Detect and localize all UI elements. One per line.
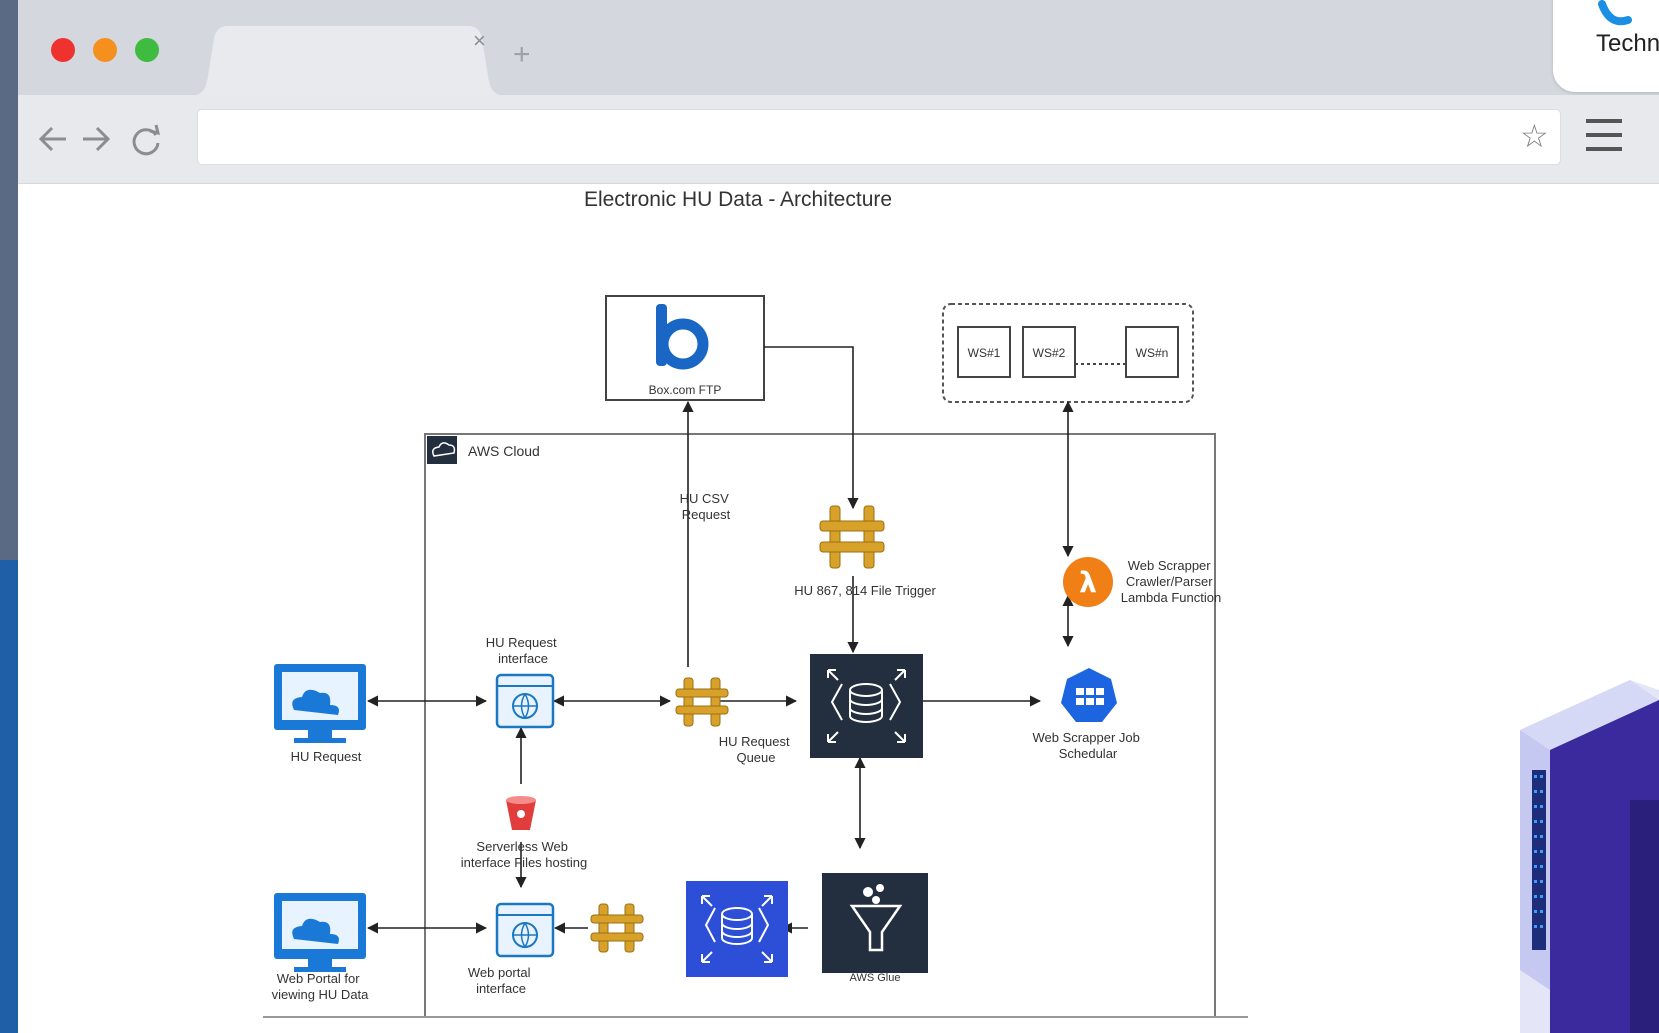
brand-logo-icon (1598, 0, 1632, 26)
new-tab-button[interactable]: + (513, 38, 531, 71)
address-bar[interactable]: ☆ (198, 110, 1560, 164)
diagram-title: Electronic HU Data - Architecture (584, 188, 892, 211)
wsn-label: WS#n (1136, 346, 1169, 360)
web-portal-label: Web Portal for viewing HU Data (272, 971, 370, 1002)
hamburger-menu-icon[interactable] (1584, 117, 1624, 153)
close-window-button[interactable] (51, 38, 75, 62)
web-portal-monitor-icon (274, 893, 366, 972)
ws1-node (957, 326, 1011, 378)
tab-close-icon[interactable]: × (473, 28, 486, 53)
serverless-hosting-label: Serverless Web interface Files hosting (461, 839, 587, 870)
hu-request-interface-label: HU Request interface (486, 635, 560, 666)
browser-tab[interactable] (188, 26, 518, 96)
back-arrow-icon[interactable] (36, 121, 72, 157)
glue-icon (822, 873, 928, 973)
database-icon (810, 654, 923, 758)
architecture-diagram: Electronic HU Data - Architecture AWS Cl… (263, 188, 1248, 1018)
tab-bar: × + Techn (18, 0, 1659, 96)
svg-text:λ: λ (1079, 566, 1097, 599)
minimize-window-button[interactable] (93, 38, 117, 62)
web-portal-interface-label: Web portal interface (468, 965, 534, 996)
aws-glue-label: AWS Glue (850, 972, 901, 984)
hu-request-queue-icon (675, 677, 729, 727)
forward-arrow-icon[interactable] (78, 121, 114, 157)
lambda-icon: λ (1063, 557, 1113, 607)
portal-queue-icon (590, 903, 644, 953)
portal-database-icon (686, 881, 788, 977)
ws1-label: WS#1 (968, 346, 1001, 360)
maximize-window-button[interactable] (135, 38, 159, 62)
navigation-bar: ☆ (18, 95, 1659, 184)
web-portal-interface-icon (495, 902, 555, 958)
web-interface-icon (495, 673, 555, 729)
monitor-icon (274, 664, 366, 743)
hu-request-label: HU Request (291, 749, 362, 764)
box-ftp-label: Box.com FTP (649, 383, 722, 397)
bookmark-star-icon[interactable]: ☆ (1520, 118, 1549, 154)
s3-bucket-icon (506, 796, 536, 830)
scheduler-icon (1061, 668, 1117, 722)
wsn-node (1125, 326, 1179, 378)
connector-box-to-trigger (764, 346, 859, 510)
lambda-label: Web Scrapper Crawler/Parser Lambda Funct… (1121, 558, 1221, 605)
sns-hub-icon (819, 505, 885, 569)
page-content: Electronic HU Data - Architecture AWS Cl… (18, 184, 1659, 1033)
aws-cloud-icon (427, 436, 457, 464)
aws-cloud-label: AWS Cloud (468, 443, 540, 459)
browser-window: × + Techn ☆ (18, 0, 1659, 1033)
brand-logo-text: Techn (1596, 30, 1659, 57)
hu-request-queue-label: HU Request Queue (719, 734, 793, 765)
server-illustration (1520, 680, 1659, 1033)
connectors (366, 346, 1074, 934)
box-logo (656, 304, 709, 370)
ws2-node (1022, 326, 1076, 378)
scheduler-label: Web Scrapper Job Schedular (1032, 730, 1143, 761)
hu-csv-request-label: HU CSV Request (680, 491, 733, 522)
ws2-label: WS#2 (1033, 346, 1066, 360)
box-ftp-node (605, 295, 765, 401)
file-trigger-label: HU 867, 814 File Trigger (794, 583, 936, 598)
reload-icon[interactable] (128, 121, 164, 157)
